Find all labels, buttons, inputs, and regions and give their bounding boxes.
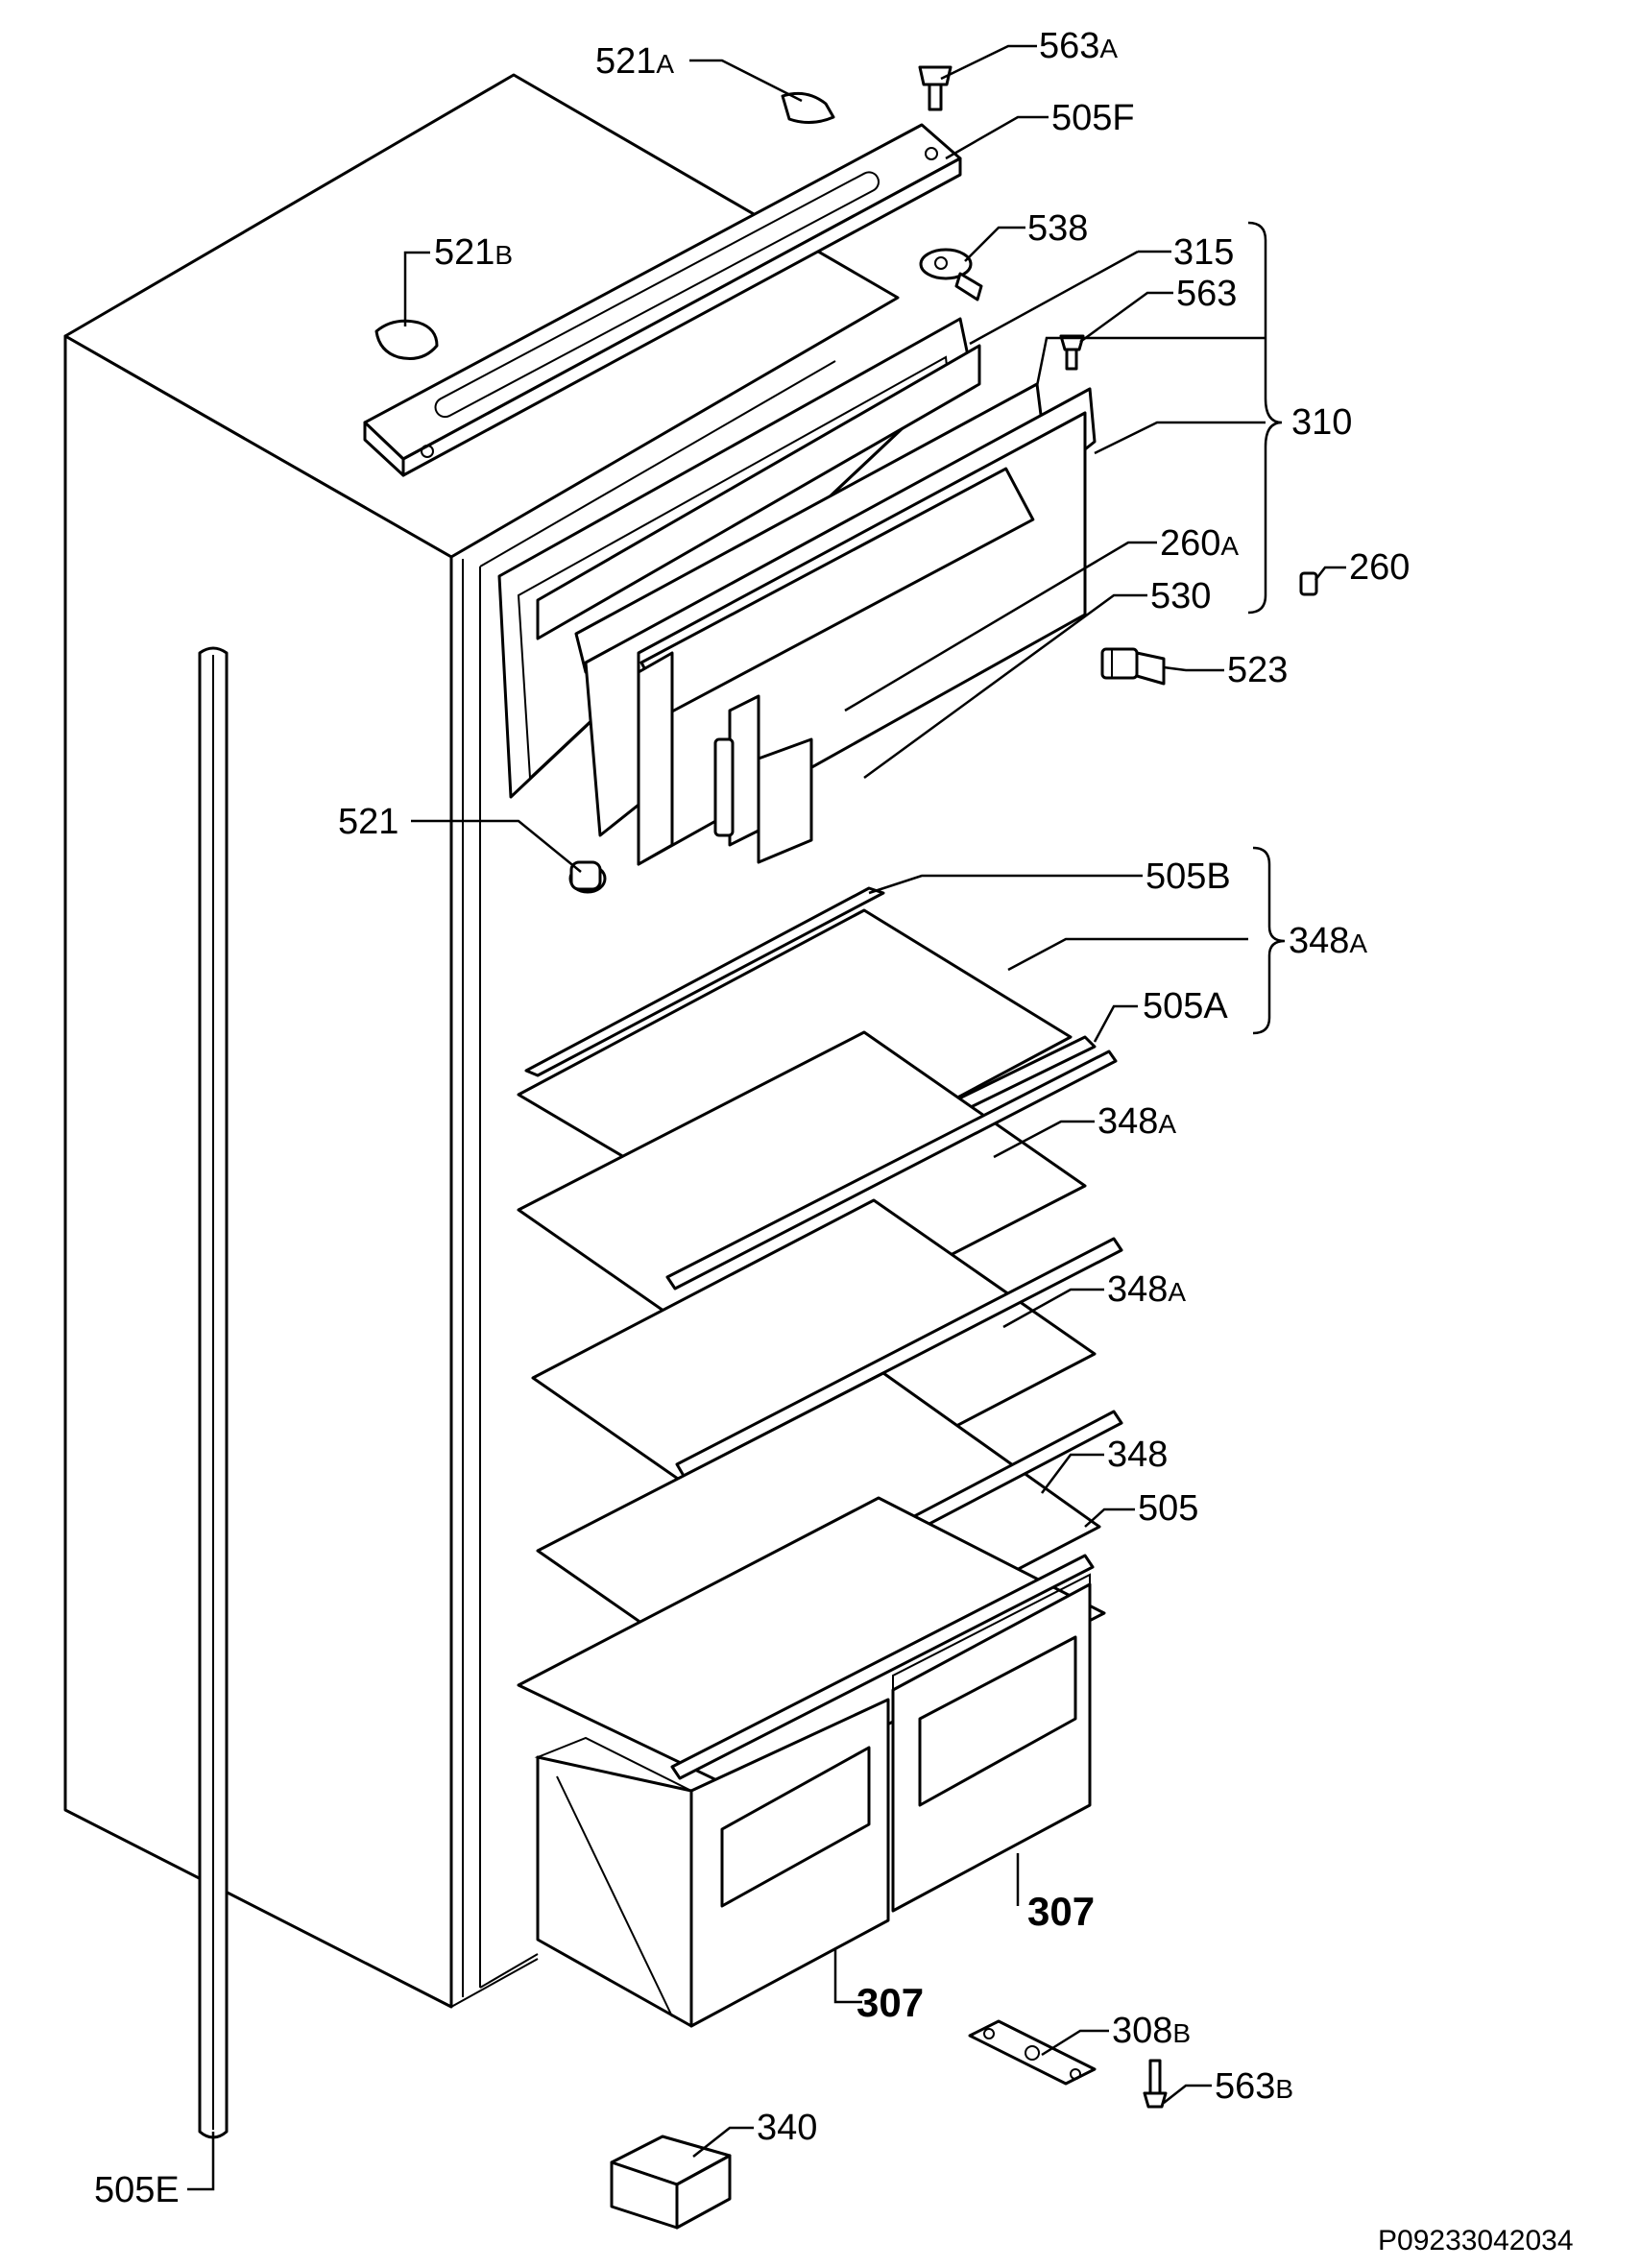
callout-348: 348 — [1107, 1435, 1168, 1475]
callout-307-right: 307 — [1027, 1889, 1095, 1934]
callout-505A: 505A — [1143, 986, 1228, 1026]
callout-310: 310 — [1291, 402, 1352, 443]
svg-text:308B: 308B — [1112, 2011, 1191, 2051]
callout-260A: 260A — [1160, 523, 1239, 564]
svg-text:348: 348 — [1107, 1435, 1168, 1475]
cabinet-body — [63, 73, 900, 2009]
svg-text:521: 521 — [338, 802, 398, 842]
svg-text:340: 340 — [757, 2108, 817, 2148]
callout-307-left: 307 — [856, 1980, 924, 2025]
callout-521B: 521B — [434, 232, 513, 273]
callout-538: 538 — [1027, 208, 1088, 249]
svg-text:563: 563 — [1176, 274, 1237, 314]
screw-563B — [1143, 2059, 1168, 2109]
callout-340: 340 — [757, 2108, 817, 2148]
svg-text:307: 307 — [856, 1980, 924, 2025]
svg-text:521B: 521B — [434, 232, 513, 273]
svg-text:348A: 348A — [1289, 921, 1367, 961]
leader-lines — [187, 44, 1346, 2191]
screw-563 — [1059, 334, 1085, 371]
crisper-drawer-right — [891, 1573, 1092, 1913]
callout-523: 523 — [1227, 650, 1288, 690]
svg-text:538: 538 — [1027, 208, 1088, 249]
cap-521 — [568, 860, 607, 894]
glass-shelf-crisper-cover — [517, 1496, 1106, 1798]
svg-text:563A: 563A — [1039, 26, 1118, 66]
svg-text:523: 523 — [1227, 650, 1288, 690]
svg-text:505A: 505A — [1143, 986, 1228, 1026]
callout-505: 505 — [1138, 1488, 1198, 1529]
top-hinge-cover — [363, 123, 962, 477]
glass-shelf-348A-lower — [531, 1198, 1123, 1533]
drawing-code: P09233042034 — [1378, 2225, 1574, 2256]
callout-348A-second: 348A — [1097, 1101, 1176, 1142]
door-trim-strip — [198, 646, 229, 2139]
svg-text:310: 310 — [1291, 402, 1352, 443]
svg-text:260: 260 — [1349, 547, 1410, 588]
callout-505E: 505E — [94, 2170, 180, 2210]
callout-348A-third: 348A — [1107, 1269, 1186, 1310]
clip-260 — [1299, 571, 1318, 596]
svg-text:505E: 505E — [94, 2170, 180, 2210]
svg-text:530: 530 — [1150, 576, 1211, 616]
freezer-compartment-door-assembly — [497, 317, 1097, 866]
hinge-plate-308B — [968, 2019, 1097, 2086]
svg-text:348A: 348A — [1097, 1101, 1176, 1142]
svg-text:505B: 505B — [1146, 857, 1231, 897]
callout-530: 530 — [1150, 576, 1211, 616]
lamp-socket-523 — [1100, 647, 1166, 686]
svg-text:505: 505 — [1138, 1488, 1198, 1529]
callout-315: 315 — [1173, 232, 1234, 273]
svg-text:307: 307 — [1027, 1889, 1095, 1934]
svg-text:348A: 348A — [1107, 1269, 1186, 1310]
callout-260: 260 — [1349, 547, 1410, 588]
svg-text:315: 315 — [1173, 232, 1234, 273]
crisper-drawer-left — [534, 1698, 890, 2028]
hinge-538 — [919, 248, 983, 302]
cap-521A — [781, 91, 835, 124]
svg-text:505F: 505F — [1051, 98, 1135, 138]
callout-521: 521 — [338, 802, 398, 842]
box-340 — [610, 2135, 732, 2230]
callout-505B: 505B — [1146, 857, 1231, 897]
callout-563: 563 — [1176, 274, 1237, 314]
callout-563A: 563A — [1039, 26, 1118, 66]
svg-text:521A: 521A — [595, 41, 674, 82]
svg-text:260A: 260A — [1160, 523, 1239, 564]
callout-563B: 563B — [1215, 2066, 1293, 2107]
callout-521A: 521A — [595, 41, 674, 82]
brace-348A — [1252, 846, 1286, 1035]
callout-308B: 308B — [1112, 2011, 1191, 2051]
brace-310 — [1247, 221, 1283, 615]
callout-505F: 505F — [1051, 98, 1135, 138]
svg-text:563B: 563B — [1215, 2066, 1293, 2107]
screw-563A — [918, 65, 953, 111]
callout-348A-group: 348A — [1289, 921, 1367, 961]
